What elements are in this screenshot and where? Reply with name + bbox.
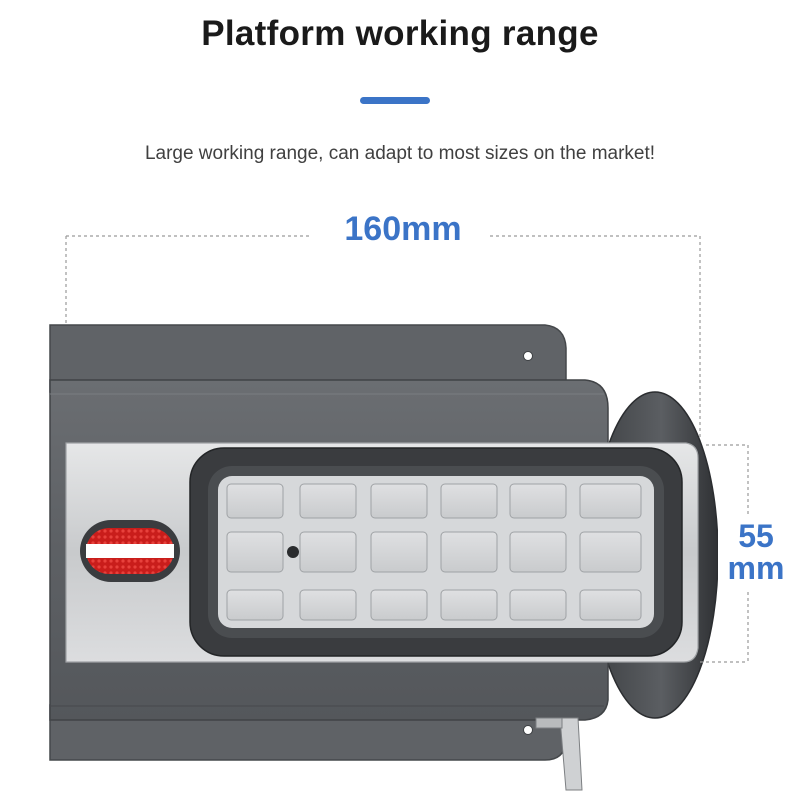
title-accent-bar	[360, 97, 430, 104]
height-dimension-unit: mm	[727, 550, 785, 586]
width-dimension-label: 160mm	[318, 210, 488, 249]
bottom-bracket	[559, 717, 583, 791]
height-dimension-lines	[700, 444, 749, 663]
height-dimension-label: 55 mm	[718, 520, 794, 584]
height-dimension-value: 55	[738, 518, 774, 554]
page-title: Platform working range	[201, 14, 599, 53]
plate-screw-hole-top	[523, 351, 533, 361]
page-subtitle: Large working range, can adapt to most s…	[144, 143, 656, 164]
mounting-plate	[49, 324, 567, 393]
width-dimension-lines	[65, 235, 701, 445]
plate-screw-hole-bottom	[523, 725, 533, 735]
pad-tile-grid	[226, 483, 642, 621]
